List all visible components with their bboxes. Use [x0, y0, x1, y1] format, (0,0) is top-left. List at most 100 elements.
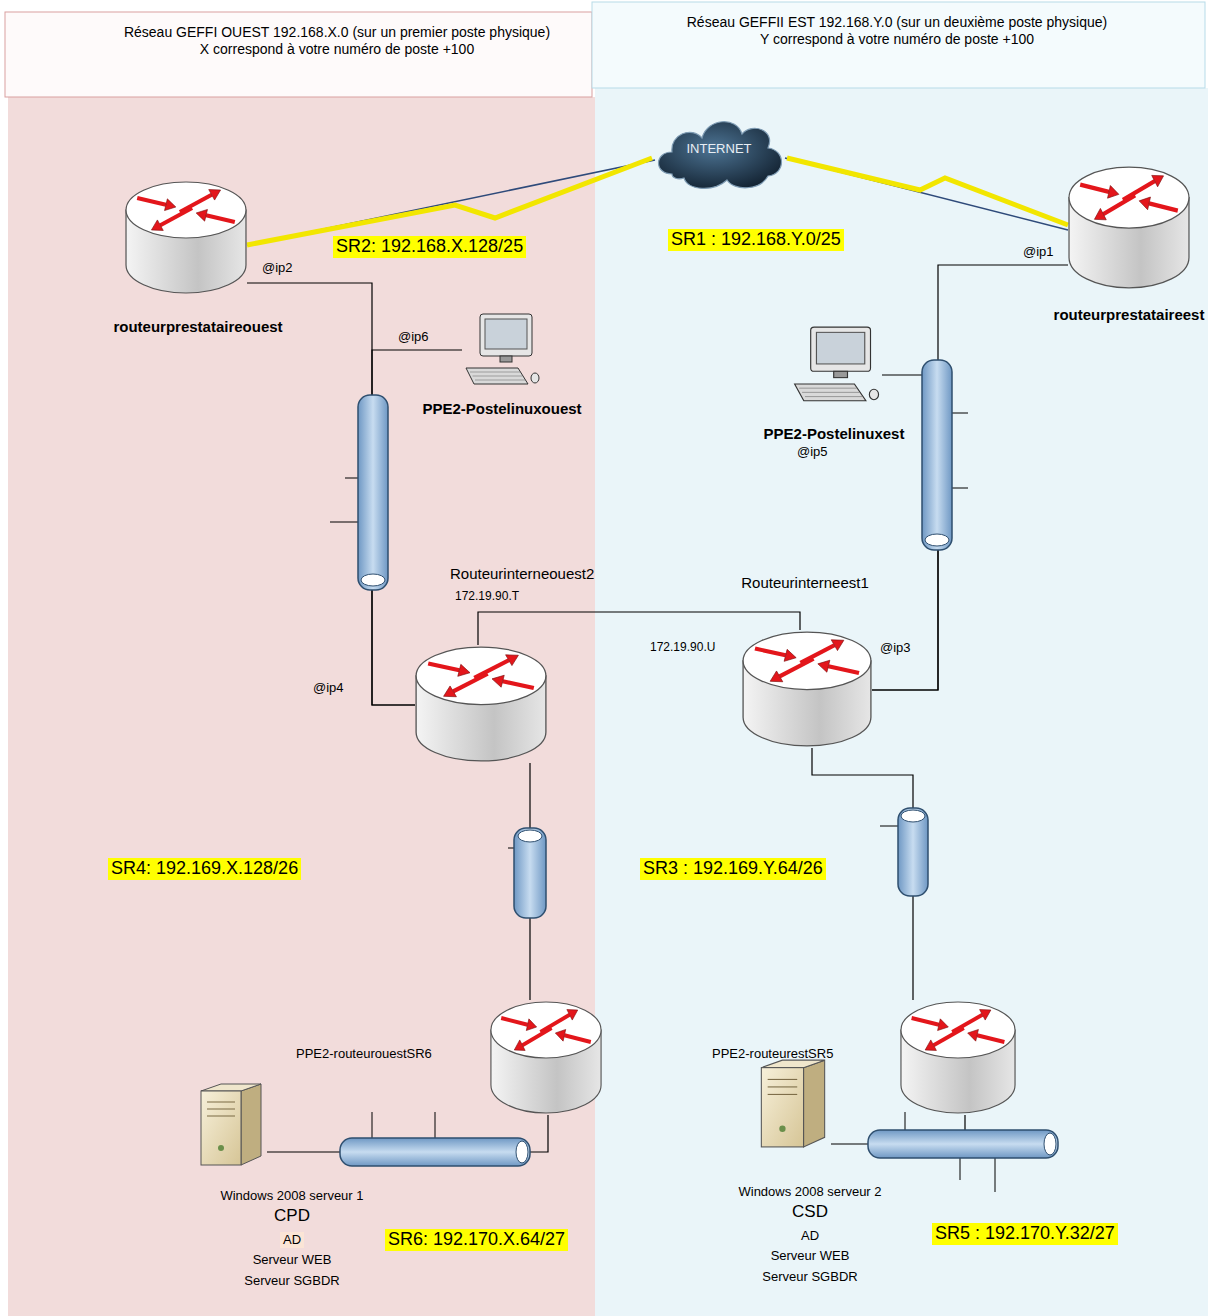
router-top	[743, 632, 871, 689]
arrow-shaft	[137, 198, 166, 205]
arrow-shaft	[564, 1035, 590, 1042]
server-icon	[755, 1058, 831, 1148]
arrow-shaft	[501, 1018, 527, 1025]
graphic-part	[802, 392, 860, 393]
graphic-part	[340, 1138, 530, 1166]
graphic-part	[330, 522, 358, 523]
router-top	[126, 182, 246, 238]
graphic-part	[518, 830, 542, 842]
arrow-head	[492, 675, 504, 687]
screen	[816, 332, 864, 364]
wan-link	[247, 158, 652, 245]
interface-address: @ip2	[262, 260, 293, 276]
arrow-head	[555, 1029, 565, 1041]
subnet-label: SR4: 192.169.X.128/26	[108, 858, 301, 880]
router-arrows	[1080, 175, 1178, 219]
wan-link	[787, 158, 1068, 225]
keys	[470, 372, 525, 380]
server: Windows 2008 serveur 1CPDADServeur WEBSe…	[195, 1082, 267, 1166]
router-top	[416, 647, 546, 704]
graphic-part	[358, 395, 388, 590]
subnet-label: SR5 : 192.170.Y.32/27	[932, 1223, 1118, 1245]
pc-icon	[790, 325, 882, 405]
bus	[340, 1138, 530, 1166]
server-icon	[195, 1082, 267, 1166]
graphic-part	[768, 1094, 798, 1095]
graphic-part	[345, 478, 358, 479]
arrow-head	[1094, 208, 1106, 219]
graphic-part	[995, 1158, 996, 1192]
router-icon	[490, 1000, 602, 1115]
graphic-part	[952, 488, 968, 489]
stand	[500, 356, 512, 362]
graphic-part	[435, 1112, 436, 1138]
arrow-head	[444, 686, 457, 697]
interface-address: @ip4	[313, 680, 344, 696]
graphic-part	[207, 1116, 235, 1117]
router: routeurprestataireouest	[125, 180, 247, 295]
graphic-part	[952, 413, 968, 414]
hub	[358, 395, 388, 590]
router-name: PPE2-routeurouestSR6	[296, 1046, 432, 1062]
graphic-part	[361, 574, 385, 586]
router-name: Routeurinterneest1	[741, 574, 869, 592]
router: PPE2-routeurouestSR6	[490, 1000, 602, 1115]
network-link	[872, 265, 1068, 690]
graphic-part	[514, 828, 546, 918]
arrow-head	[514, 1040, 525, 1051]
bus	[868, 1130, 1058, 1158]
arrow-shaft	[977, 1035, 1004, 1042]
mouse	[531, 373, 539, 383]
arrow-head	[968, 1029, 979, 1041]
west-zone-header	[5, 12, 592, 97]
cloud-label: INTERNET	[687, 141, 752, 157]
server-role: CPD	[274, 1206, 310, 1226]
graphic-part	[799, 388, 857, 389]
arrow-head	[151, 220, 163, 231]
east-zone-header	[592, 2, 1205, 88]
mouse	[869, 389, 878, 400]
graphic-part	[207, 1109, 235, 1110]
arrow-head	[938, 1019, 949, 1031]
graphic-part	[475, 380, 525, 381]
graphic-part	[516, 1141, 528, 1163]
arrow-head	[165, 199, 176, 211]
router-icon	[900, 1000, 1016, 1115]
network-link	[478, 612, 800, 645]
arrow-head	[1108, 185, 1119, 198]
router-name: routeurprestataireest	[1054, 306, 1205, 324]
hub-stubs	[330, 413, 995, 1192]
network-zone: Réseau GEFFII EST 192.168.Y.0 (sur un de…	[592, 2, 1208, 1316]
arrow-head	[506, 655, 519, 666]
router-top	[1069, 167, 1189, 228]
arrow-head	[925, 1040, 936, 1051]
router-arrows	[501, 1010, 591, 1051]
server-top	[201, 1084, 261, 1091]
router-icon	[415, 645, 547, 763]
server-role: Serveur WEB	[771, 1248, 850, 1264]
hub	[898, 808, 928, 896]
graphic-part	[925, 534, 949, 546]
graphic-part	[898, 808, 928, 896]
workstation: PPE2-Postelinuxest	[790, 325, 882, 405]
router-icon	[125, 180, 247, 295]
server-slots	[207, 1102, 235, 1116]
router-top	[901, 1002, 1015, 1058]
arrow-head	[818, 660, 830, 672]
router-top	[491, 1002, 601, 1058]
arrow-shaft	[755, 648, 786, 655]
graphic-part	[470, 372, 520, 373]
server-role: Serveur SGBDR	[244, 1273, 339, 1289]
arrow-head	[209, 190, 221, 201]
server-name: Windows 2008 serveur 2	[738, 1184, 881, 1200]
arrow-shaft	[206, 215, 235, 222]
west-zone-fill	[8, 97, 595, 1316]
wan-line	[785, 158, 1068, 230]
network-zone: Réseau GEFFI OUEST 192.168.X.0 (sur un p…	[5, 12, 595, 1316]
arrow-head	[526, 1019, 536, 1031]
arrow-head	[1152, 175, 1164, 186]
arrow-shaft	[503, 681, 534, 688]
subnet-label: SR3 : 192.169.Y.64/26	[640, 858, 826, 880]
arrow-shaft	[1149, 203, 1178, 210]
